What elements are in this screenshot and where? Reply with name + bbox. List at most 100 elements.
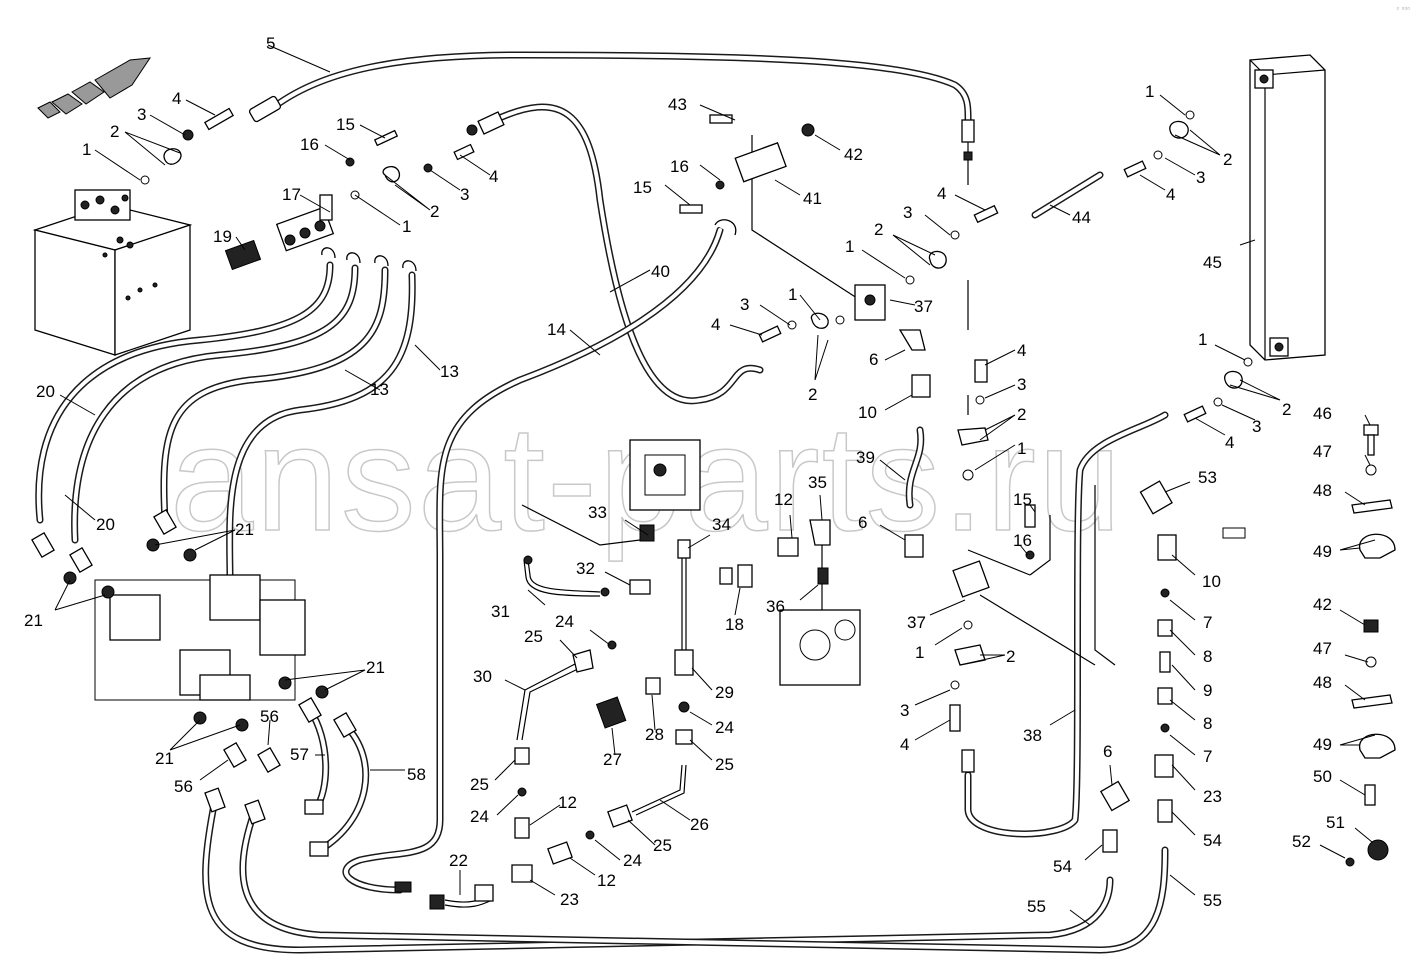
callout-1: 1 — [82, 140, 91, 159]
callout-4: 4 — [172, 89, 181, 108]
callout-55: 55 — [1203, 891, 1222, 910]
callout-4: 4 — [937, 184, 946, 203]
callout-3: 3 — [900, 701, 909, 720]
callout-16: 16 — [300, 135, 319, 154]
callout-8: 8 — [1203, 714, 1212, 733]
callout-25: 25 — [653, 836, 672, 855]
callout-21: 21 — [366, 658, 385, 677]
callout-20: 20 — [36, 382, 55, 401]
hose-13b — [226, 271, 416, 584]
hose-58 — [316, 721, 370, 854]
callout-20: 20 — [96, 515, 115, 534]
callout-49: 49 — [1313, 542, 1332, 561]
callout-31: 31 — [491, 602, 510, 621]
callout-48: 48 — [1313, 673, 1332, 692]
callout-32: 32 — [576, 559, 595, 578]
callout-30: 30 — [473, 667, 492, 686]
callout-26: 26 — [690, 815, 709, 834]
callout-39: 39 — [856, 448, 875, 467]
callout-8: 8 — [1203, 647, 1212, 666]
callout-25: 25 — [470, 775, 489, 794]
callout-labels: 5 4 3 2 1 15 16 17 19 4 3 2 1 13 13 20 2… — [24, 34, 1345, 916]
hose-55a — [202, 796, 1114, 954]
hose-14 — [342, 226, 724, 894]
callout-25: 25 — [524, 627, 543, 646]
callout-25: 25 — [715, 755, 734, 774]
callout-2: 2 — [1006, 647, 1015, 666]
callout-1: 1 — [1145, 82, 1154, 101]
callout-2: 2 — [874, 220, 883, 239]
callout-6: 6 — [1103, 742, 1112, 761]
callout-28: 28 — [645, 725, 664, 744]
pipe-34 — [681, 555, 687, 650]
callout-16: 16 — [1013, 531, 1032, 550]
hose-5 — [266, 51, 972, 129]
callout-9: 9 — [1203, 681, 1212, 700]
callout-24: 24 — [470, 807, 489, 826]
callout-4: 4 — [1166, 185, 1175, 204]
callout-10: 10 — [858, 403, 877, 422]
pipe-39 — [905, 426, 925, 509]
callout-38: 38 — [1023, 726, 1042, 745]
callout-24: 24 — [715, 718, 734, 737]
callout-23: 23 — [560, 890, 579, 909]
callout-22: 22 — [449, 851, 468, 870]
tank-filter-head — [74, 189, 131, 221]
callout-21: 21 — [155, 749, 174, 768]
callout-12: 12 — [597, 871, 616, 890]
callout-43: 43 — [668, 95, 687, 114]
callout-15: 15 — [633, 178, 652, 197]
callout-6: 6 — [858, 513, 867, 532]
callout-23: 23 — [1203, 787, 1222, 806]
callout-2: 2 — [430, 202, 439, 221]
callout-4: 4 — [1017, 341, 1026, 360]
callout-3: 3 — [137, 105, 146, 124]
callout-7: 7 — [1203, 747, 1212, 766]
callout-14: 14 — [547, 320, 566, 339]
callout-55: 55 — [1027, 897, 1046, 916]
callout-2: 2 — [1282, 400, 1291, 419]
callout-3: 3 — [1196, 168, 1205, 187]
callout-19: 19 — [213, 227, 232, 246]
callout-2: 2 — [1017, 405, 1026, 424]
callout-53: 53 — [1198, 468, 1217, 487]
fittings — [31, 95, 1253, 910]
callout-45: 45 — [1203, 253, 1222, 272]
callout-13: 13 — [440, 362, 459, 381]
callout-33: 33 — [588, 503, 607, 522]
callout-15: 15 — [336, 115, 355, 134]
callout-47: 47 — [1313, 442, 1332, 461]
callout-5: 5 — [266, 34, 275, 53]
leader-lines — [54, 44, 1376, 926]
callout-54: 54 — [1053, 857, 1072, 876]
callout-40: 40 — [651, 262, 670, 281]
callout-1: 1 — [845, 237, 854, 256]
callout-24: 24 — [623, 851, 642, 870]
callout-4: 4 — [900, 735, 909, 754]
callout-2: 2 — [110, 122, 119, 141]
legend-parts — [1345, 424, 1396, 867]
callout-3: 3 — [903, 203, 912, 222]
pipe-30 — [516, 663, 581, 741]
callout-37: 37 — [914, 297, 933, 316]
callout-1: 1 — [788, 285, 797, 304]
hose-55b — [239, 806, 1169, 954]
hose-20b — [71, 264, 359, 544]
callout-29: 29 — [715, 683, 734, 702]
callout-3: 3 — [460, 185, 469, 204]
hose-57 — [306, 706, 330, 814]
callout-46: 46 — [1313, 404, 1332, 423]
callout-4: 4 — [489, 167, 498, 186]
callout-49: 49 — [1313, 735, 1332, 754]
callout-21: 21 — [24, 611, 43, 630]
callout-3: 3 — [1252, 417, 1261, 436]
callout-1: 1 — [915, 643, 924, 662]
callout-48: 48 — [1313, 481, 1332, 500]
hose-44 — [1031, 171, 1104, 219]
callout-57: 57 — [290, 745, 309, 764]
oil-cooler — [1249, 54, 1326, 361]
callout-4: 4 — [1225, 433, 1234, 452]
callout-4: 4 — [711, 315, 720, 334]
callout-2: 2 — [808, 385, 817, 404]
callout-18: 18 — [725, 615, 744, 634]
